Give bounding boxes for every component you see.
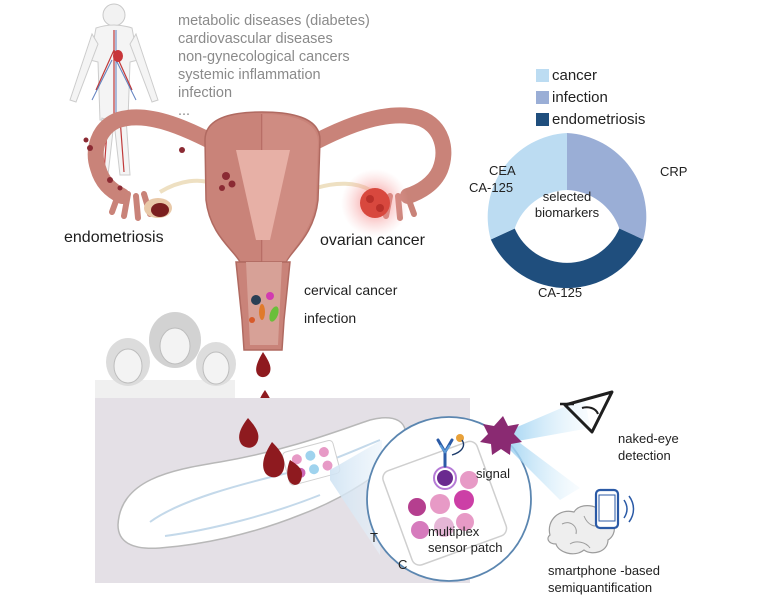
label-multiplex-line2: sensor patch [428, 540, 503, 555]
donut-center-line1: selected [542, 189, 592, 204]
disease-item: ... [178, 103, 191, 119]
disease-item: infection [178, 85, 233, 101]
legend-label: cancer [552, 66, 598, 84]
label-signal: signal [476, 466, 510, 481]
donut-label-ca125-bottom: CA-125 [538, 285, 583, 300]
donut-segment-cancer [487, 133, 567, 240]
legend-label: endometriosis [552, 110, 646, 128]
signal-star-icon [480, 416, 522, 455]
label-cervical-cancer: cervical cancer [304, 282, 398, 298]
donut-label-cea: CEA [489, 163, 516, 178]
donut-legend: cancer infection endometriosis [536, 64, 645, 130]
label-c: C [398, 557, 408, 572]
uterus-illustration [83, 107, 452, 416]
label-smartphone-line2: semiquantification [548, 580, 653, 595]
disease-item: systemic inflammation [178, 67, 321, 83]
legend-swatch-cancer [536, 68, 549, 82]
label-t: T [370, 530, 378, 545]
legend-item-cancer: cancer [536, 64, 645, 86]
disease-item: cardiovascular diseases [178, 31, 333, 47]
disease-list: metabolic diseases (diabetes) cardiovasc… [178, 12, 370, 120]
beam-to-phone [508, 440, 580, 500]
label-smartphone: smartphone -based semiquantification [548, 562, 660, 596]
legend-swatch-endometriosis [536, 112, 549, 126]
label-infection: infection [304, 310, 357, 326]
donut-label-ca125-left: CA-125 [469, 180, 514, 195]
donut-label-crp: CRP [660, 164, 688, 179]
sensor-magnifier [366, 416, 532, 582]
eye-icon [560, 390, 614, 434]
donut-center-label: selected biomarkers [517, 189, 617, 221]
label-ovarian-cancer: ovarian cancer [320, 232, 425, 249]
donut-segment-endometriosis [490, 228, 644, 289]
women-faces-illustration [95, 312, 236, 398]
legend-item-infection: infection [536, 86, 645, 108]
biomarker-donut-chart [487, 133, 647, 289]
label-multiplex-line1: multiplex [428, 524, 480, 539]
label-naked-eye: naked-eye detection [618, 430, 679, 464]
label-naked-eye-line1: naked-eye [618, 431, 679, 446]
legend-item-endometriosis: endometriosis [536, 108, 645, 130]
label-naked-eye-line2: detection [618, 448, 671, 463]
legend-label: infection [552, 88, 608, 106]
legend-swatch-infection [536, 90, 549, 104]
sanitary-pad-illustration [117, 417, 407, 550]
disease-item: metabolic diseases (diabetes) [178, 13, 370, 29]
label-multiplex: multiplex sensor patch [428, 524, 502, 556]
disease-item: non-gynecological cancers [178, 49, 350, 65]
magnifier-cone [330, 440, 382, 555]
smartphone-icon [594, 488, 635, 530]
label-endometriosis: endometriosis [64, 229, 164, 246]
donut-center-line2: biomarkers [534, 205, 600, 220]
donut-segment-infection [567, 133, 647, 240]
label-smartphone-line1: smartphone -based [548, 563, 661, 578]
human-body-figure [69, 3, 159, 176]
